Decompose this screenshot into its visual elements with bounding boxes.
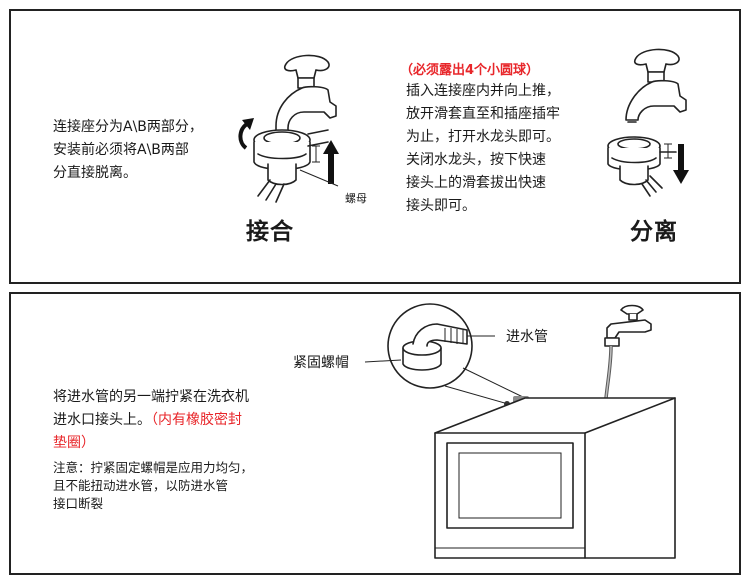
connector-intro-line-3: 分直接脱离。 — [53, 165, 137, 181]
hose-instruction-line-1: 将进水管的另一端拧紧在洗衣机 — [53, 389, 249, 405]
steps-line-4: 关闭水龙头，按下快速 — [406, 152, 546, 168]
caution-line-2: 且不能扭动进水管，以防进水管 — [53, 478, 229, 493]
caution-line-3: 接口断裂 — [53, 496, 104, 511]
connector-intro-line-2: 安装前必须将A\B两部 — [53, 142, 189, 158]
warning-text: （必须露出4个小圆球） — [400, 63, 540, 78]
nut-label: 螺母 — [345, 192, 367, 205]
separate-title: 分离 — [630, 219, 678, 245]
steps-line-3: 为止，打开水龙头即可。 — [406, 129, 560, 145]
washing-machine-hose-illustration — [364, 303, 676, 559]
seal-note-part2: 垫圈） — [53, 435, 95, 451]
separate-faucet-illustration — [607, 48, 689, 197]
hose-instruction-line-2: 进水口接头上。（内有橡胶密封 — [53, 410, 242, 431]
seal-note-part1: （内有橡胶密封 — [151, 412, 242, 428]
connect-title: 接合 — [246, 219, 294, 245]
label-fixing-nut: 紧固螺帽 — [293, 355, 349, 371]
connector-intro-line-1: 连接座分为A\B两部分， — [53, 119, 203, 135]
label-inlet-hose: 进水管 — [506, 329, 548, 345]
steps-line-6: 接头即可。 — [406, 198, 476, 214]
steps-line-5: 接头上的滑套拔出快速 — [406, 175, 546, 191]
caution-line-1: 注意：拧紧固定螺帽是应用力均匀， — [53, 460, 254, 475]
hose-instruction-line-2-text: 进水口接头上。 — [53, 412, 151, 428]
steps-line-1: 插入连接座内并向上推， — [406, 83, 560, 99]
connect-faucet-illustration — [238, 54, 339, 203]
steps-line-2: 放开滑套直至和插座插牢 — [406, 106, 560, 122]
